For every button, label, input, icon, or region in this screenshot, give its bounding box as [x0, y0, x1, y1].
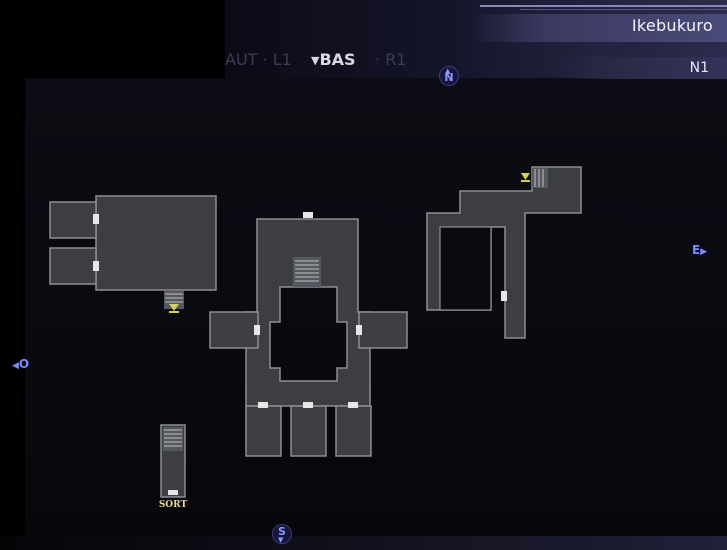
bottom-strip [0, 536, 727, 550]
compass-east-label: E [692, 243, 701, 257]
door-marker-icon [258, 402, 268, 408]
compass-south: S ▼ [272, 524, 292, 544]
tab-aut-l1[interactable]: AUT · L1 [225, 50, 292, 69]
location-name: Ikebukuro [631, 16, 713, 35]
stairs-icon [532, 168, 548, 188]
triangle-marker-icon [521, 173, 530, 180]
compass-west-label: O [18, 357, 30, 371]
floor-label: N1 [689, 60, 709, 76]
floor-bar [560, 57, 727, 79]
tab-bas-label: BAS [319, 50, 356, 69]
map-central-hall [245, 218, 371, 407]
door-marker-icon [93, 214, 99, 224]
door-marker-icon [303, 402, 313, 408]
stairs-icon [164, 291, 184, 309]
map-corridor-inner [439, 226, 492, 311]
door-marker-icon [93, 261, 99, 271]
location-title-bar [470, 14, 727, 42]
map-room-south-2 [290, 405, 327, 457]
tab-r1[interactable]: · R1 [375, 50, 407, 69]
door-marker-icon [303, 212, 313, 218]
map-room-large [95, 195, 217, 291]
door-marker-icon [168, 490, 178, 495]
map-room-lower-left [49, 247, 97, 285]
map-room-upper-left [49, 201, 97, 239]
triangle-marker-base [521, 180, 530, 182]
compass-west: ◀O [12, 357, 29, 371]
door-marker-icon [356, 325, 362, 335]
header-line [480, 5, 727, 7]
stairs-icon [293, 257, 321, 287]
down-triangle-icon: ▼ [311, 54, 320, 67]
map-panel [25, 78, 727, 536]
arrow-right-icon: ▶ [700, 247, 708, 257]
triangle-marker-base [169, 311, 179, 313]
arrow-left-icon: ◀ [12, 361, 19, 371]
stairs-icon [163, 427, 183, 451]
header-line-secondary [520, 9, 727, 10]
door-marker-icon [501, 291, 507, 301]
door-marker-icon [254, 325, 260, 335]
terminal-label-sort: SORT [158, 500, 188, 510]
door-marker-icon [348, 402, 358, 408]
map-room-south-3 [335, 405, 372, 457]
compass-north-label: N [444, 71, 454, 84]
map-room-south-1 [245, 405, 282, 457]
compass-north: ▲ N [439, 66, 459, 86]
tab-bas[interactable]: ▼BAS [311, 50, 356, 69]
arrow-up-icon: ▲ [445, 67, 451, 75]
arrow-down-icon: ▼ [278, 536, 284, 544]
triangle-marker-icon [169, 304, 179, 311]
map-room-central-east [358, 311, 408, 349]
map-room-central-west [209, 311, 259, 349]
compass-east: E▶ [692, 243, 707, 257]
compass-south-label: S [278, 525, 286, 538]
